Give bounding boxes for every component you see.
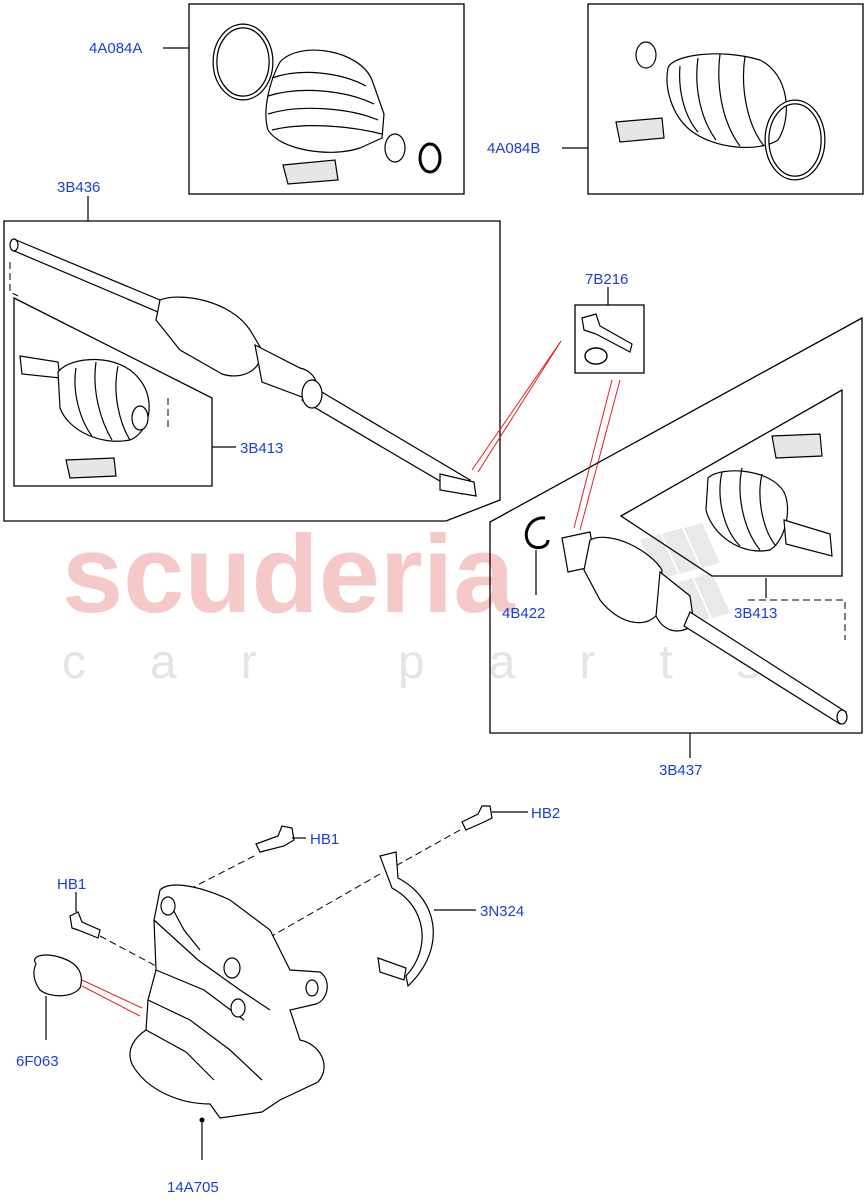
inner-kit-box xyxy=(619,388,843,577)
boot-kit-4a084a[interactable]: 4A084A xyxy=(89,3,465,195)
inner-joint-housing xyxy=(155,296,263,377)
small-clamp xyxy=(635,41,657,69)
label-4b422[interactable]: 4B422 xyxy=(502,605,545,622)
bolt-hb1-top xyxy=(255,825,295,853)
label-14a705[interactable]: 14A705 xyxy=(167,1179,219,1196)
splined-end xyxy=(439,473,477,497)
grease-sachet xyxy=(282,159,339,185)
kit-spline xyxy=(19,355,61,379)
label-4a084b[interactable]: 4A084B xyxy=(487,140,540,157)
label-3b436[interactable]: 3B436 xyxy=(57,179,100,196)
circlip-4b422 xyxy=(524,516,550,550)
driveshaft-3b437[interactable]: 3B437 4B422 3B413 xyxy=(489,316,863,779)
shaft-inner xyxy=(11,239,161,313)
kit-grease-sachet xyxy=(771,433,823,459)
label-3b413-left[interactable]: 3B413 xyxy=(240,440,283,457)
fastener-kit-7b216[interactable]: 7B216 xyxy=(471,271,645,531)
label-hb1-left[interactable]: HB1 xyxy=(57,876,86,893)
watermark-brand: scuderia xyxy=(62,513,515,636)
label-4a084a[interactable]: 4A084A xyxy=(89,40,142,57)
bolt xyxy=(581,313,633,353)
kit-spline xyxy=(783,519,833,557)
kit-box xyxy=(188,3,465,195)
bolt-hb2 xyxy=(461,805,493,831)
bushing-6f063 xyxy=(33,954,83,997)
kit-box xyxy=(574,304,645,374)
assembly-box xyxy=(3,220,501,522)
strap-3n324 xyxy=(379,851,434,988)
boot-kit-4a084b[interactable]: 4A084B xyxy=(487,3,864,195)
kit-box xyxy=(587,3,864,195)
label-hb2[interactable]: HB2 xyxy=(531,805,560,822)
label-3n324[interactable]: 3N324 xyxy=(480,903,524,920)
bearing-ring xyxy=(301,379,323,409)
bolt-hb1-left xyxy=(69,911,101,939)
label-3b413-right[interactable]: 3B413 xyxy=(734,605,777,622)
small-clamp xyxy=(384,133,406,163)
inner-kit-box xyxy=(13,296,213,487)
kit-boot xyxy=(705,470,789,552)
washer xyxy=(584,347,608,365)
grease-sachet xyxy=(615,117,665,143)
watermark-subtitle: car parts xyxy=(62,636,825,689)
label-3b437[interactable]: 3B437 xyxy=(659,762,702,779)
kit-boot xyxy=(57,358,150,442)
watermark: scuderia car parts xyxy=(62,513,825,689)
label-6f063[interactable]: 6F063 xyxy=(16,1053,59,1070)
driveshaft-3b436[interactable]: 3B436 3B413 xyxy=(3,179,501,522)
assembly-box xyxy=(489,316,863,734)
label-hb1-top[interactable]: HB1 xyxy=(310,831,339,848)
bracket-assembly[interactable]: HB2 HB1 HB1 3N324 6F063 14A705 xyxy=(16,805,560,1196)
circlip xyxy=(418,142,442,174)
label-7b216[interactable]: 7B216 xyxy=(585,271,628,288)
bracket-14a705 xyxy=(129,884,328,1119)
kit-grease-sachet xyxy=(65,457,117,479)
